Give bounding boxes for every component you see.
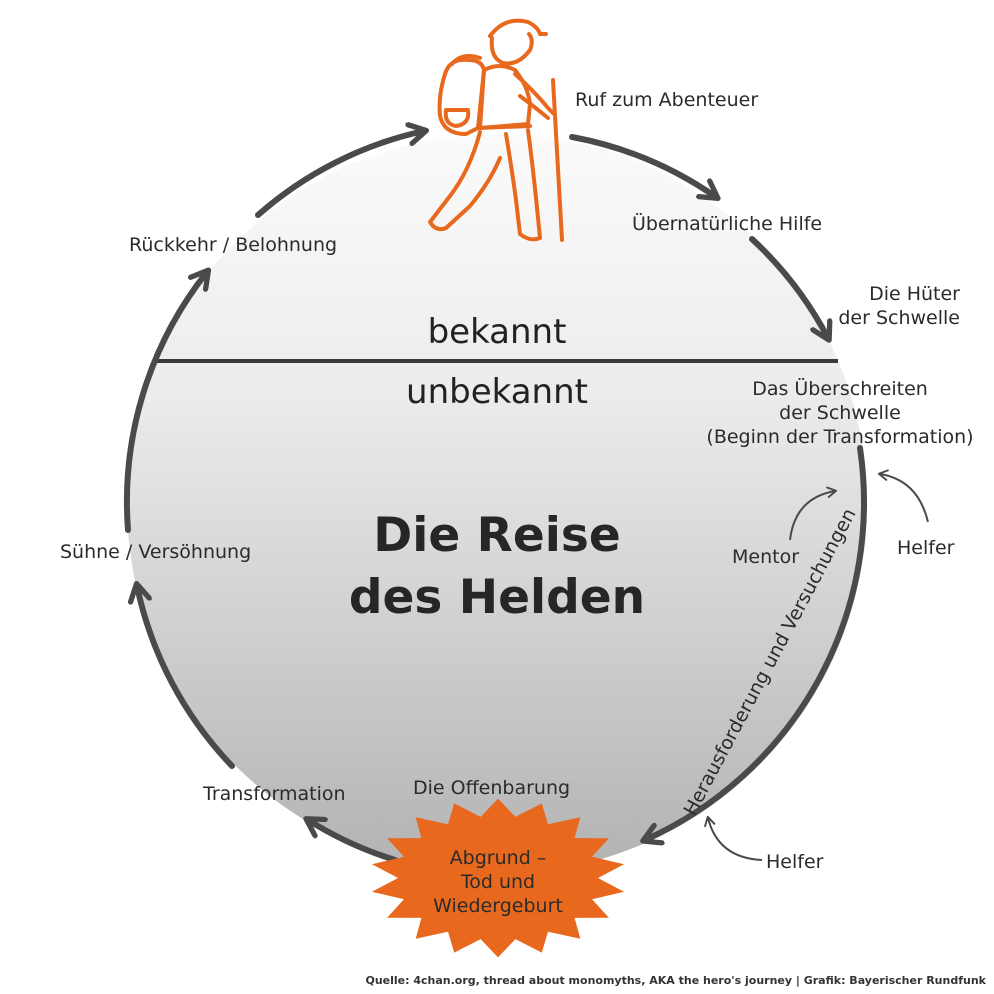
stage-return: Rückkehr / Belohnung <box>129 234 338 256</box>
stage-crossing-line2: der Schwelle <box>779 402 901 424</box>
diagram-title-line1: Die Reise <box>373 508 621 563</box>
stage-crossing-line1: Das Überschreiten <box>752 378 928 400</box>
stage-helper-top: Helfer <box>897 537 955 559</box>
zone-unknown: unbekannt <box>406 372 588 412</box>
stage-revelation: Die Offenbarung <box>413 777 571 799</box>
stage-supernatural-aid: Übernatürliche Hilfe <box>632 213 823 235</box>
source-credit: Quelle: 4chan.org, thread about monomyth… <box>365 974 987 987</box>
arc-arrow-return <box>255 131 424 218</box>
stage-mentor: Mentor <box>732 546 800 568</box>
arc-arrow-call <box>569 134 716 197</box>
stage-helper-bottom: Helfer <box>766 851 824 873</box>
mentor-arrow <box>789 486 838 541</box>
stage-abyss-line3: Wiedergeburt <box>433 895 563 917</box>
stage-crossing: Das Überschreiten der Schwelle (Beginn d… <box>690 377 990 449</box>
stage-abyss-line2: Tod und <box>460 871 536 893</box>
stage-guardians-line2: der Schwelle <box>838 307 960 329</box>
arc-arrow-trials <box>645 445 867 840</box>
stage-crossing-line3: (Beginn der Transformation) <box>706 426 974 448</box>
stage-guardians: Die Hüter der Schwelle <box>770 282 960 330</box>
arc-arrow-aid <box>749 236 828 338</box>
diagram-title: Die Reise des Helden <box>297 505 697 629</box>
journey-circle <box>127 134 867 874</box>
diagram-title-line2: des Helden <box>348 570 646 625</box>
stage-guardians-line1: Die Hüter <box>869 283 960 305</box>
stage-atonement: Sühne / Versöhnung <box>60 541 252 563</box>
helper-bottom-arrow <box>704 815 763 861</box>
helper-top-arrow <box>877 469 929 523</box>
burst-icon <box>371 798 625 958</box>
stage-transformation: Transformation <box>203 783 346 805</box>
arc-arrow-abyss <box>308 820 398 863</box>
hiker-icon <box>428 18 564 242</box>
stage-call: Ruf zum Abenteuer <box>575 89 759 111</box>
arc-arrow-transformation <box>137 586 235 769</box>
zone-known: bekannt <box>427 312 567 352</box>
stage-abyss: Abgrund – Tod und Wiedergeburt <box>400 846 596 918</box>
stage-abyss-line1: Abgrund – <box>449 847 547 869</box>
arc-arrow-atonement <box>123 272 207 533</box>
